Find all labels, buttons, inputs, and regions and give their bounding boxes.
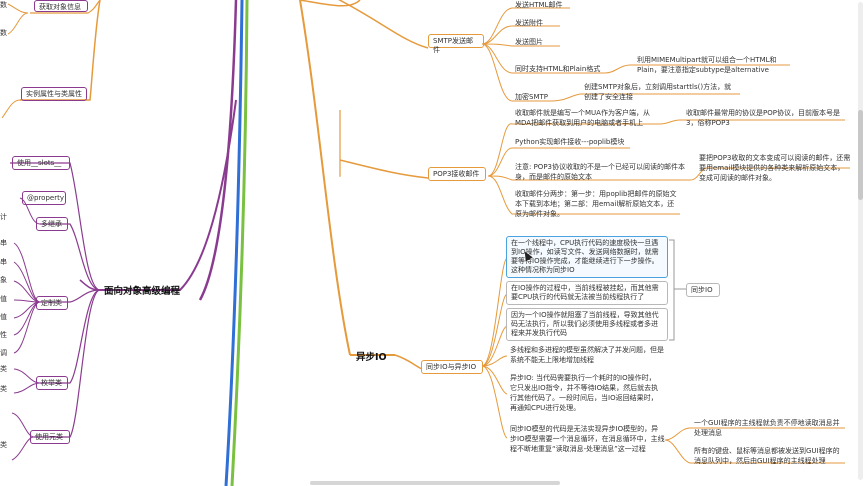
node-smtp[interactable]: SMTP发送邮件: [428, 34, 484, 54]
pop3-note: 注意: POP3协议收取的不是一个已经可以阅读的邮件本身，而是邮件的原始文本: [515, 163, 685, 181]
smtp-encrypt[interactable]: 加密SMTP: [515, 93, 548, 101]
smtp-send-image[interactable]: 发送图片: [515, 38, 543, 46]
frag-text: 值: [0, 313, 7, 321]
node-meta-class[interactable]: 使用元类: [30, 430, 70, 444]
node-multi-inherit[interactable]: 多继承: [36, 217, 68, 231]
sync-io-para1[interactable]: 在一个线程中，CPU执行代码的速度极快一旦遇到IO操作，如读写文件、发送网络数据…: [506, 236, 668, 278]
sync-io-para2[interactable]: 在IO操作的过程中，当前线程被挂起，而其他需要CPU执行的代码就无法被当前线程执…: [506, 281, 668, 305]
topic-oop-advanced[interactable]: 面向对象高级编程: [104, 286, 181, 297]
frag-text: 值: [0, 295, 7, 303]
gui-main-thread: 一个GUI程序的主线程就负责不停地读取消息并处理消息: [694, 419, 840, 437]
pop3-poplib[interactable]: Python实现邮件接收---poplib模块: [515, 138, 625, 146]
node-enum-class[interactable]: 枚举类: [36, 376, 68, 390]
sync-io-para3[interactable]: 因为一个IO操作就阻塞了当前线程，导致其他代码无法执行，所以我们必须使用多线程或…: [506, 308, 668, 341]
node-get-object-info[interactable]: 获取对象信息: [34, 0, 88, 12]
pop3-receive-protocol: 收取邮件最常用的协议是POP协议，目前版本号是3，俗称POP3: [686, 109, 840, 127]
smtp-send-attach[interactable]: 发送附件: [515, 19, 543, 27]
frag-text: 性: [0, 331, 7, 339]
node-sync-async-io[interactable]: 同步IO与异步IO: [421, 360, 483, 374]
frag-text: 串: [0, 258, 7, 266]
node-instance-class-attr[interactable]: 实例属性与类属性: [21, 87, 87, 101]
pop3-receive-desc: 收取邮件就是编写一个MUA作为客户端，从MDA把邮件获取到用户的电脑或者手机上: [515, 109, 650, 127]
pop3-steps: 收取邮件分两步：第一步：用poplib把邮件的原始文本下载到本地；第二部：用em…: [515, 190, 677, 218]
node-custom-class[interactable]: 定制类: [36, 296, 68, 310]
node-property[interactable]: @property: [22, 191, 66, 205]
frag-text: 计: [0, 213, 7, 221]
async-io-para6: 同步IO模型的代码是无法实现异步IO模型的，异步IO模型需要一个消息循环，在消息…: [510, 425, 665, 453]
vertical-scrollbar-thumb[interactable]: [858, 110, 863, 200]
node-pop3[interactable]: POP3接收邮件: [428, 167, 486, 181]
frag-text: 串: [0, 239, 7, 247]
topic-async-io[interactable]: 异步IO: [356, 352, 387, 363]
horizontal-scrollbar[interactable]: [310, 481, 560, 485]
frag-text: 调: [0, 349, 7, 357]
frag-text: 类: [0, 365, 7, 373]
frag-text: 象: [0, 276, 7, 284]
frag-text: 类: [0, 385, 7, 393]
frag-text: 数: [0, 1, 7, 9]
gui-message-queue: 所有的键盘、鼠标等消息都被发送到GUI程序的消息队列中，然后由GUI程序的主线程…: [694, 447, 840, 465]
async-io-para5: 异步IO: 当代码需要执行一个耗时的IO操作时，它只发出IO指令，并不等待IO结…: [510, 374, 659, 412]
smtp-encrypt-note: 创建SMTP对象后，立刻调用starttls()方法，就创建了安全连接: [584, 83, 732, 101]
smtp-send-html[interactable]: 发送HTML邮件: [515, 1, 563, 9]
smtp-html-plain[interactable]: 同时支持HTML和Plain格式: [515, 65, 601, 73]
smtp-html-plain-note: 利用MIMEMultipart就可以组合一个HTML和Plain，要注意指定su…: [637, 56, 777, 74]
vertical-scrollbar-track[interactable]: [858, 2, 863, 480]
frag-text: 数: [0, 29, 7, 37]
frag-text: 类: [0, 441, 7, 449]
sync-io-para4: 多线程和多进程的模型虽然解决了并发问题，但是系统不能无上限地增加线程: [510, 346, 664, 364]
pop3-note-detail: 要把POP3收取的文本变成可以阅读的邮件，还需要用email模块提供的各种类来解…: [699, 154, 851, 182]
node-sync-io[interactable]: 同步IO: [686, 283, 720, 297]
node-use-slots[interactable]: 使用__slots__: [12, 156, 70, 170]
